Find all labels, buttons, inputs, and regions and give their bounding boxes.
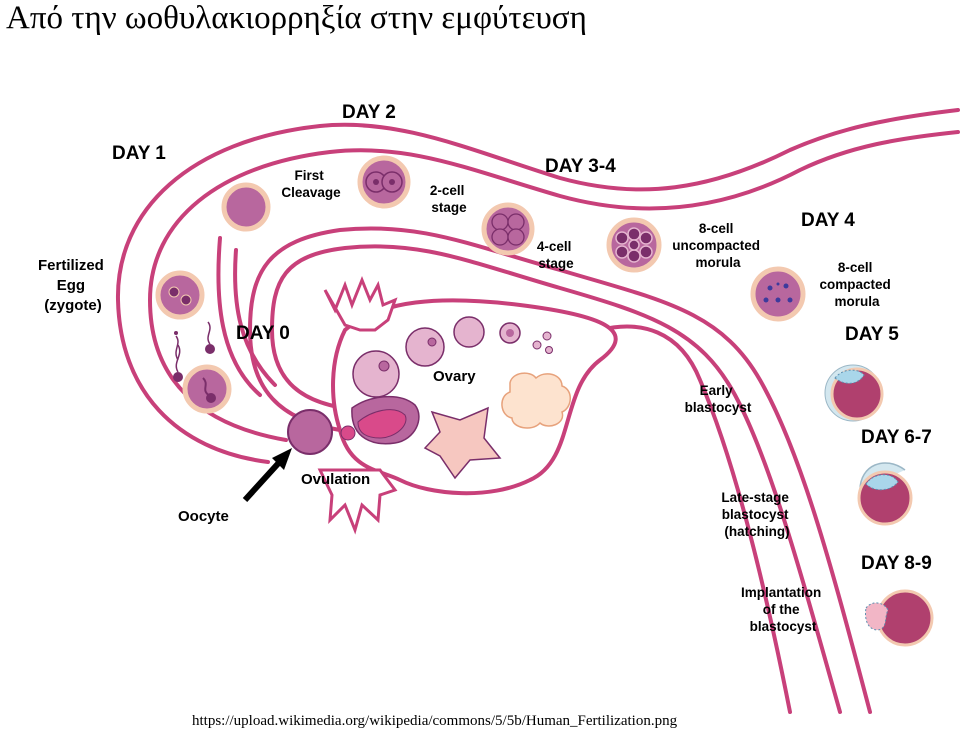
label-implantation: Implantation of the blastocyst bbox=[741, 585, 825, 634]
label-eight-uncompacted: 8-cell uncompacted morula bbox=[672, 221, 764, 270]
fertilization-sperm bbox=[173, 321, 232, 414]
slide-title: Από την ωοθυλακιορρηξία στην εμφύτευση bbox=[6, 0, 587, 36]
label-late-blastocyst: Late-stage blastocyst (hatching) bbox=[721, 490, 792, 539]
label-day89: DAY 8-9 bbox=[861, 553, 932, 574]
label-four-cell: 4-cell stage bbox=[537, 239, 575, 271]
eight-cell-uncompacted bbox=[606, 217, 662, 273]
label-day5: DAY 5 bbox=[845, 324, 899, 345]
two-cell-embryo bbox=[357, 155, 411, 209]
label-oocyte: Oocyte bbox=[178, 508, 229, 525]
ovary bbox=[317, 275, 618, 535]
oocyte-arrow bbox=[242, 448, 292, 503]
label-ovulation: Ovulation bbox=[301, 471, 370, 488]
label-day1: DAY 1 bbox=[112, 143, 166, 164]
four-cell-embryo bbox=[481, 202, 535, 256]
oocyte-cell bbox=[287, 409, 333, 455]
zygote-cell bbox=[155, 270, 205, 320]
label-day34: DAY 3-4 bbox=[545, 156, 616, 177]
label-day2: DAY 2 bbox=[342, 102, 396, 123]
labels: DAY 1 DAY 2 DAY 3-4 DAY 4 DAY 0 DAY 5 DA… bbox=[38, 102, 932, 634]
label-two-cell: 2-cell stage bbox=[430, 183, 468, 215]
label-ovary: Ovary bbox=[433, 368, 476, 385]
day1-cell bbox=[221, 182, 271, 232]
label-first-cleavage: First Cleavage bbox=[281, 168, 341, 200]
label-day67: DAY 6-7 bbox=[861, 427, 932, 448]
label-fertilized-egg: Fertilized Egg (zygote) bbox=[38, 257, 108, 314]
label-early-blastocyst: Early blastocyst bbox=[685, 383, 752, 415]
image-source-credit: https://upload.wikimedia.org/wikipedia/c… bbox=[192, 713, 678, 729]
label-eight-compacted: 8-cell compacted morula bbox=[819, 260, 894, 309]
early-blastocyst bbox=[824, 364, 884, 422]
implanting-blastocyst bbox=[865, 589, 934, 647]
label-day0: DAY 0 bbox=[236, 323, 290, 344]
eight-cell-compacted bbox=[750, 266, 806, 322]
label-day4: DAY 4 bbox=[801, 210, 855, 231]
hatching-blastocyst bbox=[857, 462, 913, 526]
